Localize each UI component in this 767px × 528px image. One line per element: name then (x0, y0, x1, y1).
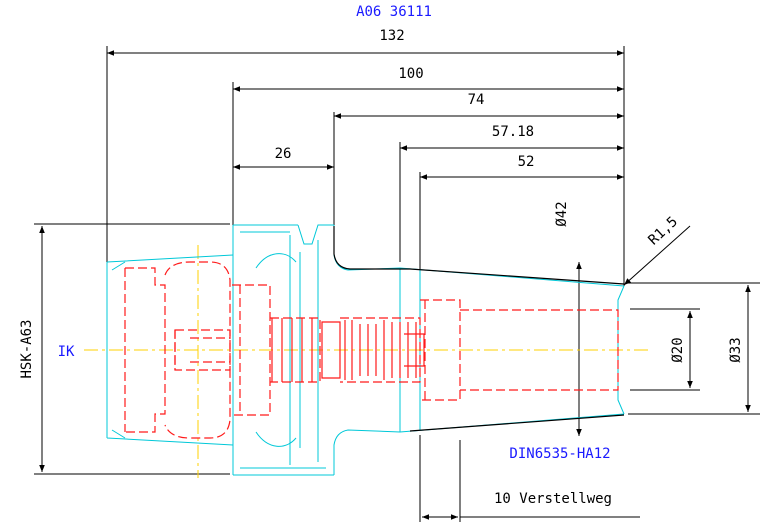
dim-dia33-label: Ø33 (728, 337, 744, 362)
part-outline (106, 224, 625, 476)
adjustment-label: 10 Verstellweg (494, 491, 612, 507)
dim-hsk-label: HSK-A63 (19, 319, 35, 378)
dim-100-label: 100 (398, 66, 423, 82)
dim-132-label: 132 (379, 28, 404, 44)
hidden-lines (124, 261, 619, 439)
dim-dia20-label: Ø20 (670, 337, 686, 362)
standard-label: DIN6535-HA12 (509, 446, 610, 462)
part-number: A06 36111 (356, 4, 432, 20)
dim-52-label: 52 (518, 154, 535, 170)
body-contour (333, 226, 625, 432)
vertical-dimensions (34, 223, 760, 475)
radius-leader (623, 225, 691, 286)
dimension-lines (106, 46, 625, 286)
dim-dia42-label: Ø42 (554, 201, 570, 226)
bottom-dimensions (419, 435, 640, 522)
dim-57-label: 57.18 (492, 124, 534, 140)
dim-74-label: 74 (468, 92, 485, 108)
dim-26-label: 26 (275, 146, 292, 162)
radius-label: R1,5 (645, 214, 681, 249)
coolant-label: IK (58, 344, 75, 360)
